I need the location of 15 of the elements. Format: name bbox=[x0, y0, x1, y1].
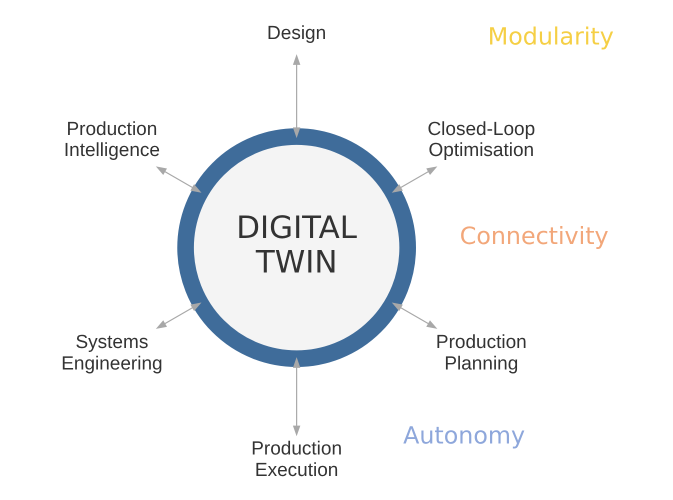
node-text: Design bbox=[266, 22, 326, 44]
node-text: Systems Engineering bbox=[60, 332, 162, 374]
arrow bbox=[292, 54, 300, 138]
arrow bbox=[391, 302, 437, 329]
arrow bbox=[292, 357, 300, 436]
label: Connectivity bbox=[459, 222, 608, 250]
node-text: Closed-Loop Optimisation bbox=[426, 118, 535, 162]
arrow bbox=[155, 166, 201, 193]
arrow bbox=[155, 302, 201, 329]
label: Modularity bbox=[487, 22, 614, 51]
node-text: Production Intelligence bbox=[63, 118, 160, 162]
node-text: Production Planning bbox=[435, 332, 526, 374]
label: Autonomy bbox=[402, 422, 525, 450]
node-text: Production Execution bbox=[250, 438, 342, 482]
arrow bbox=[391, 166, 437, 193]
